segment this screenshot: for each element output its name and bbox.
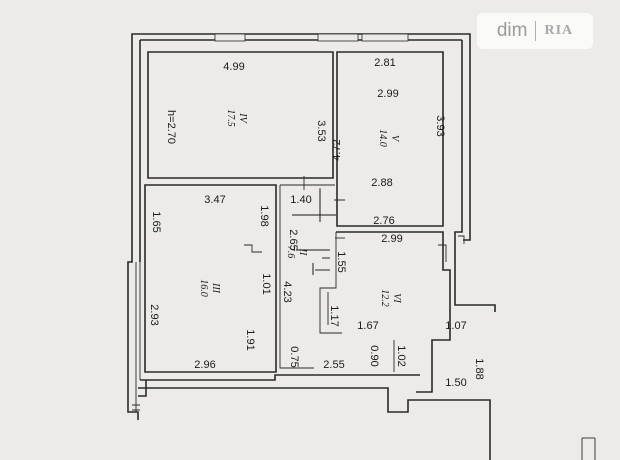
watermark-divider [535, 21, 537, 41]
room-iii-area: 16.0 [198, 279, 209, 297]
dim-2-99-mid: 2.99 [381, 233, 402, 245]
room-ii-area: 7.6 [285, 246, 296, 259]
dim-1-98: 1.98 [258, 205, 270, 226]
room-v-label: V 14.0 [377, 129, 400, 147]
dim-1-50: 1.50 [445, 377, 466, 389]
horizontal-dimensions: 4.99 2.81 2.99 2.88 3.47 1.40 2.76 2.99 … [194, 57, 466, 389]
room-iv-area: 17.5 [225, 109, 236, 127]
room-v-area: 14.0 [377, 129, 388, 147]
dim-0-75: 0.75 [288, 346, 300, 367]
dim-3-53: 3.53 [315, 120, 327, 141]
dim-4-72: 4.72 [331, 139, 343, 160]
vertical-dimensions: 3.53 3.93 4.72 1.98 1.65 2.65 1.01 1.55 … [148, 115, 485, 379]
room-v-numeral: V [389, 135, 400, 143]
dim-1-91: 1.91 [244, 329, 256, 350]
dim-3-93: 3.93 [434, 115, 446, 136]
room-iii-label: III 16.0 [198, 279, 221, 297]
ceiling-height-label: h=2.70 [165, 110, 177, 144]
dim-2-96: 2.96 [194, 359, 215, 371]
dim-ria-watermark: dim RIA [477, 13, 593, 49]
dim-2-65: 2.65 [287, 229, 299, 250]
dim-2-76: 2.76 [373, 215, 394, 227]
dim-1-01: 1.01 [260, 273, 272, 294]
dim-0-90: 0.90 [368, 345, 380, 366]
room-iii-numeral: III [210, 282, 221, 294]
dim-4-23: 4.23 [281, 281, 293, 302]
dim-1-17: 1.17 [328, 305, 340, 326]
dim-4-99: 4.99 [223, 61, 244, 73]
dim-1-07: 1.07 [445, 320, 466, 332]
dim-3-47: 3.47 [204, 194, 225, 206]
dim-1-88: 1.88 [473, 358, 485, 379]
room-vi-area: 12.2 [379, 289, 390, 307]
dim-1-55: 1.55 [335, 251, 347, 272]
dim-2-81: 2.81 [374, 57, 395, 69]
room-iv-label: IV 17.5 [225, 109, 248, 127]
watermark-dim-text: dim [496, 20, 528, 41]
dim-2-93: 2.93 [148, 304, 160, 325]
room-vi-numeral: VI [391, 293, 402, 303]
room-ii-label: II 7.6 [285, 246, 308, 259]
room-iv-numeral: IV [237, 112, 248, 124]
dim-1-67: 1.67 [357, 320, 378, 332]
dim-1-40: 1.40 [290, 194, 311, 206]
dimension-ticks [292, 190, 336, 275]
dim-2-88: 2.88 [371, 177, 392, 189]
dim-1-65: 1.65 [150, 211, 162, 232]
svg-text:h=2.70: h=2.70 [165, 110, 177, 144]
room-ii-numeral: II [297, 248, 308, 256]
dim-1-02: 1.02 [395, 345, 407, 366]
watermark-ria-text: RIA [544, 23, 574, 38]
walls [127, 33, 596, 460]
room-vi-label: VI 12.2 [379, 289, 402, 307]
dim-2-99-top: 2.99 [377, 88, 398, 100]
dim-2-55: 2.55 [323, 359, 344, 371]
